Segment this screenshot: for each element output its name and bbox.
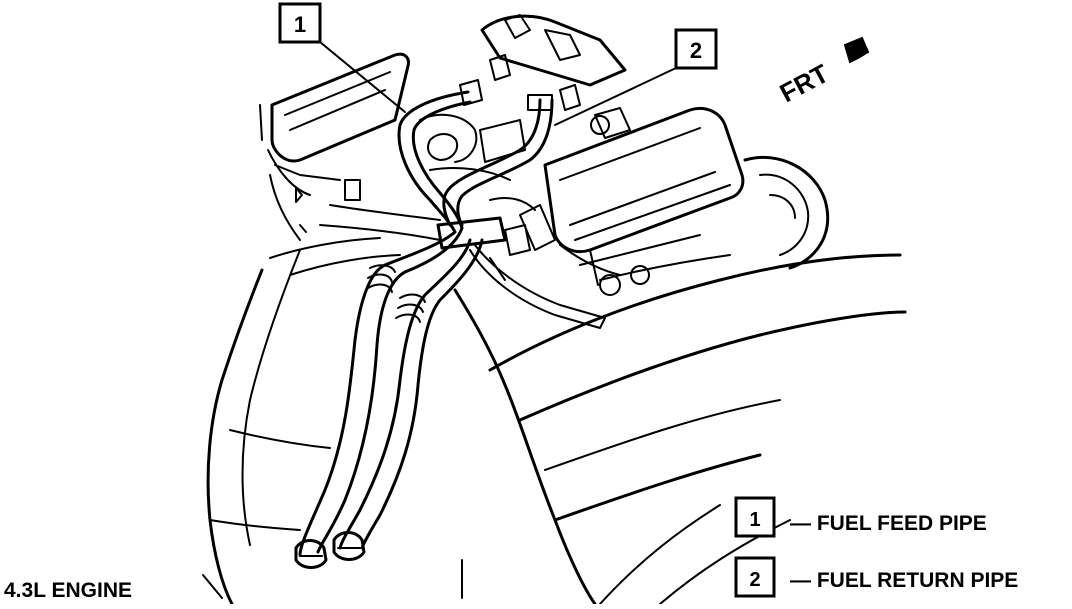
frt-label: FRT [775, 58, 834, 108]
pipe-clamp [436, 216, 606, 329]
legend-item-2: 2 — FUEL RETURN PIPE [734, 556, 1018, 598]
engine-caption: 4.3L ENGINE [4, 579, 132, 602]
engine-block [259, 14, 745, 296]
legend-2-text: — FUEL RETURN PIPE [790, 569, 1018, 592]
legend-2-number: 2 [749, 569, 760, 591]
front-arrow-icon [843, 36, 870, 64]
callout-2-number: 2 [690, 38, 702, 63]
frame-rails [202, 155, 907, 606]
callout-1-number: 1 [294, 12, 306, 37]
callout-1: 1 [278, 2, 406, 113]
fuel-feed-pipe [294, 90, 472, 569]
legend-1-number: 1 [749, 509, 760, 531]
front-direction-indicator: FRT [775, 36, 870, 108]
fuel-return-pipe [332, 79, 554, 561]
callout-2: 2 [554, 28, 718, 126]
legend-1-text: — FUEL FEED PIPE [790, 512, 987, 535]
legend: 1 — FUEL FEED PIPE 2 — FUEL RETURN PIPE [734, 496, 1018, 598]
legend-item-1: 1 — FUEL FEED PIPE [734, 496, 987, 538]
